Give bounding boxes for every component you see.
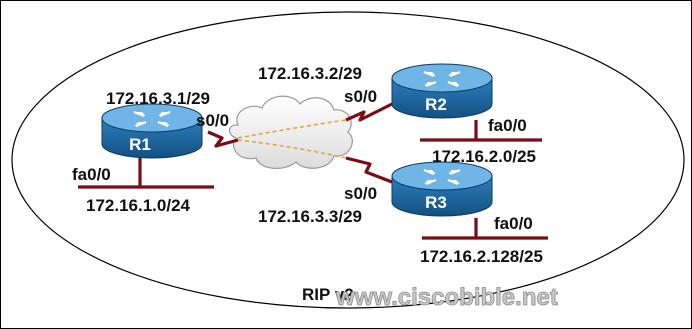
- router-r3-name: R3: [425, 193, 447, 212]
- r1-serial-name: s0/0: [196, 111, 229, 130]
- wan-cloud: [228, 95, 353, 169]
- serial-link-r2: [345, 102, 393, 122]
- watermark: www.ciscobible.net: [335, 284, 558, 311]
- r2-serial-ip: 172.16.3.2/29: [258, 64, 362, 83]
- r3-serial-ip: 172.16.3.3/29: [258, 207, 362, 226]
- lan-r3: [422, 218, 548, 240]
- router-r2-name: R2: [425, 95, 447, 114]
- r3-serial-name: s0/0: [344, 184, 377, 203]
- r1-lan-network: 172.16.1.0/24: [86, 196, 191, 215]
- serial-link-r3: [345, 156, 393, 184]
- router-r3: [391, 161, 493, 217]
- lan-r2: [420, 120, 542, 142]
- r3-lan-network: 172.16.2.128/25: [420, 247, 543, 266]
- r1-lan-interface: fa0/0: [72, 165, 111, 184]
- router-r2: [391, 63, 493, 119]
- router-r1: [101, 103, 203, 159]
- rip-domain-boundary: [11, 11, 685, 309]
- router-r1-name: R1: [129, 135, 151, 154]
- r3-lan-interface: fa0/0: [494, 214, 533, 233]
- serial-link-r1: [207, 130, 239, 148]
- r1-serial-ip: 172.16.3.1/29: [106, 89, 210, 108]
- r2-lan-interface: fa0/0: [488, 116, 527, 135]
- r2-serial-name: s0/0: [344, 87, 377, 106]
- protocol-label: RIP v2: [302, 285, 354, 304]
- r2-lan-network: 172.16.2.0/25: [432, 147, 536, 166]
